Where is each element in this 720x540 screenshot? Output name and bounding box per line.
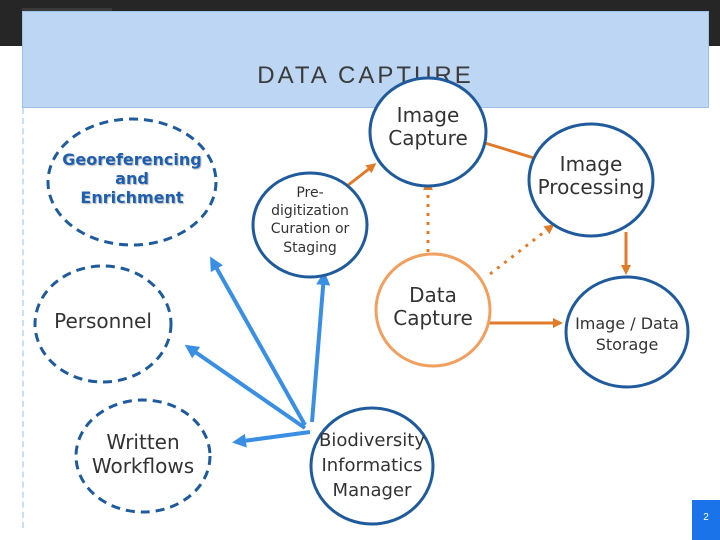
dotted-arrow-data-capture-to-processing (489, 224, 555, 276)
blue-arrow-to-workflows (232, 430, 311, 448)
node-georeferencing (46, 117, 218, 247)
page-number-badge: 2 (692, 500, 720, 540)
node-predigitization (251, 171, 369, 279)
label-written-workflows: Written Workflows (91, 430, 195, 478)
title-band: DATA CAPTURE (22, 11, 709, 108)
blue-arrow-to-georeferencing (210, 256, 307, 426)
blue-arrow-to-predigitization (310, 271, 331, 423)
node-personnel (33, 264, 173, 384)
label-personnel: Personnel (54, 309, 152, 333)
node-image-capture (368, 76, 488, 188)
node-image-processing (527, 122, 655, 238)
label-image-capture: Image Capture (388, 103, 468, 150)
label-data-capture: Data Capture (393, 283, 473, 330)
node-biodiversity-manager (309, 406, 435, 526)
label-image-processing: Image Processing (537, 152, 645, 199)
label-biodiversity-manager: Biodiversity Informatics Manager (318, 430, 425, 502)
node-image-data-storage (564, 275, 690, 389)
label-predigitization: Pre- digitization Curation or Staging (270, 185, 350, 256)
label-image-data-storage: Image / Data Storage (575, 314, 679, 354)
blue-arrow-to-personnel (184, 344, 307, 430)
node-data-capture (374, 252, 492, 368)
left-guide-line (22, 108, 25, 528)
label-georeferencing: Georeferencing and Enrichment (62, 150, 202, 208)
node-written-workflows (74, 398, 212, 514)
